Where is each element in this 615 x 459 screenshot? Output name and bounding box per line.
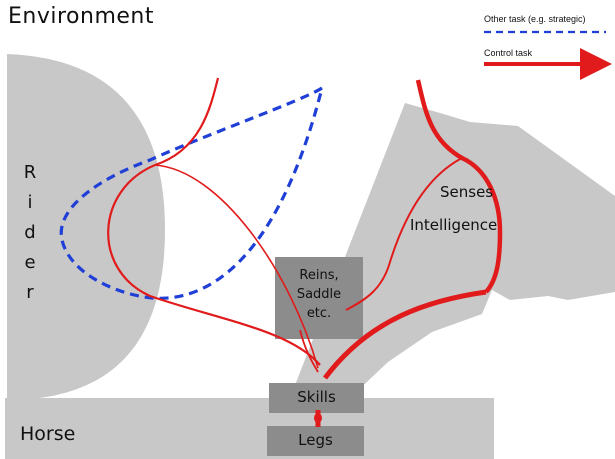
control-joint-dot (314, 413, 322, 423)
legs-label: Legs (298, 431, 333, 449)
reins-saddle-box (275, 257, 363, 339)
horse-head-shape (290, 103, 615, 398)
legend-control-task-label: Control task (484, 48, 533, 58)
skills-box (269, 383, 364, 413)
control-line-horse-thin (345, 157, 463, 311)
control-line-horse-to-skills (323, 289, 487, 380)
reins-line-2: Saddle (296, 287, 342, 302)
horse-label: Horse (20, 423, 76, 445)
rider-letter-3: d (24, 222, 36, 243)
intelligence-label: Intelligence (410, 216, 498, 234)
rider-letter-1: R (23, 162, 37, 183)
reins-line-1: Reins, (299, 268, 339, 283)
control-line-rider-loop (107, 163, 321, 366)
control-line-horse-top (415, 79, 503, 294)
rider-letter-2: i (27, 192, 33, 213)
control-line-rider-return (154, 164, 319, 369)
control-line-rider-top (154, 77, 220, 167)
control-line-to-skills (299, 329, 319, 373)
legs-box (267, 426, 364, 456)
rider-shape (7, 54, 165, 400)
horse-body-shape (5, 398, 494, 459)
rider-letter-5: r (26, 282, 34, 303)
senses-label: Senses (440, 183, 494, 201)
diagram-title: Environment (8, 4, 154, 29)
other-task-loop (59, 86, 324, 300)
skills-label: Skills (297, 388, 336, 406)
rider-letter-4: e (24, 252, 36, 273)
reins-line-3: etc. (306, 306, 332, 321)
legend-other-task-label: Other task (e.g. strategic) (484, 14, 586, 24)
reins-saddle-label: Reins, Saddle etc. (275, 266, 363, 323)
